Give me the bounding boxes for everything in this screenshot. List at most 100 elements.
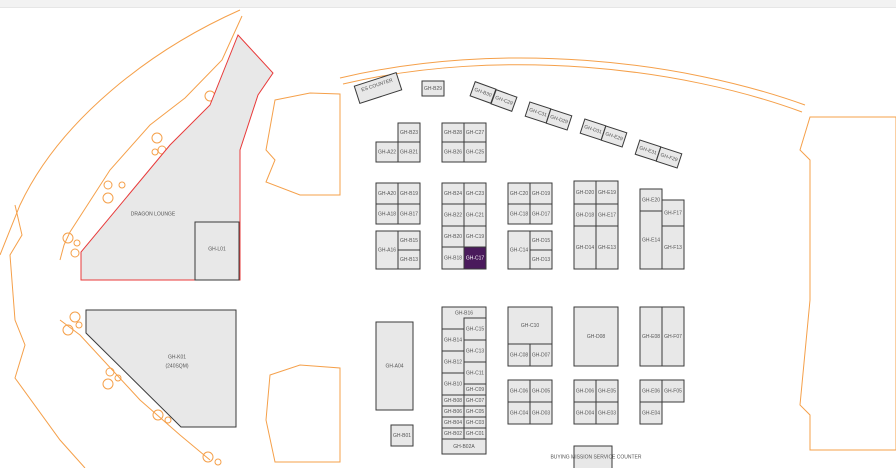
booth-gh-e04[interactable]: GH-E04 — [639, 401, 663, 425]
booth-gh-f13[interactable]: GH-F13 — [661, 225, 685, 270]
booth-shape — [600, 125, 628, 148]
booth-gh-b23[interactable]: GH-B23 — [397, 122, 421, 143]
booth-gh-f17[interactable]: GH-F17 — [661, 199, 685, 227]
booth-gh-d08[interactable]: GH-D08 — [573, 306, 619, 367]
booth-gh-e14[interactable]: GH-E14 — [639, 210, 663, 270]
booth-label: GH-C01 — [466, 431, 485, 437]
booth-gh-b14[interactable]: GH-B14 — [441, 328, 465, 352]
es-counter[interactable]: ES COUNTER — [353, 72, 403, 104]
booth-gh-b17[interactable]: GH-B17 — [397, 203, 421, 225]
booth-gh-c17[interactable]: GH-C17 — [463, 246, 487, 270]
booth-gh-f07[interactable]: GH-F07 — [661, 306, 685, 367]
booth-gh-b28[interactable]: GH-B28 — [441, 122, 465, 143]
booth-gh-b20[interactable]: GH-B20 — [441, 225, 465, 248]
booth-gh-a18[interactable]: GH-A18 — [375, 203, 399, 225]
booth-gh-b08[interactable]: GH-B08 — [441, 394, 465, 407]
booth-gh-d07[interactable]: GH-D07 — [529, 343, 553, 367]
booth-label: GH-B01 — [393, 433, 411, 439]
booth-gh-f29[interactable]: GH-F29 — [655, 146, 683, 169]
booth-gh-c04[interactable]: GH-C04 — [507, 401, 531, 425]
booth-gh-d03[interactable]: GH-D03 — [529, 401, 553, 425]
booth-gh-c06[interactable]: GH-C06 — [507, 379, 531, 403]
booth-gh-c29[interactable]: GH-C29 — [490, 89, 518, 112]
booth-gh-c09[interactable]: GH-C09 — [463, 383, 487, 396]
booth-gh-c20[interactable]: GH-C20 — [507, 182, 531, 205]
booth-gh-b18[interactable]: GH-B18 — [441, 246, 465, 270]
booth-gh-b19[interactable]: GH-B19 — [397, 182, 421, 205]
booth-gh-f05[interactable]: GH-F05 — [661, 379, 685, 403]
booth-label: GH-E19 — [598, 190, 616, 196]
booth-label: GH-B29 — [424, 86, 442, 92]
booth-gh-d18[interactable]: GH-D18 — [573, 203, 597, 227]
booth-gh-c10[interactable]: GH-C10 — [507, 306, 553, 345]
booth-gh-c13[interactable]: GH-C13 — [463, 339, 487, 363]
booth-gh-b15[interactable]: GH-B15 — [397, 230, 421, 251]
booth-label: GH-C10 — [521, 323, 540, 329]
booth-shape — [661, 306, 685, 367]
booth-label: GH-B30 — [473, 87, 492, 99]
booth-gh-c21[interactable]: GH-C21 — [463, 203, 487, 227]
booth-gh-c19[interactable]: GH-C19 — [463, 225, 487, 248]
booth-gh-b26[interactable]: GH-B26 — [441, 141, 465, 163]
booth-gh-d17[interactable]: GH-D17 — [529, 203, 553, 225]
booth-gh-d13[interactable]: GH-D13 — [529, 249, 553, 270]
booth-label: GH-C11 — [466, 370, 484, 376]
booth-gh-c23[interactable]: GH-C23 — [463, 182, 487, 205]
booth-label: GH-D03 — [532, 410, 551, 416]
dragon-lounge-area[interactable]: DRAGON LOUNGE — [80, 34, 274, 281]
booth-gh-b12[interactable]: GH-B12 — [441, 350, 465, 374]
booth-shape — [397, 249, 421, 270]
booth-gh-d15[interactable]: GH-D15 — [529, 230, 553, 251]
booth-gh-b24[interactable]: GH-B24 — [441, 182, 465, 205]
booth-gh-e13[interactable]: GH-E13 — [595, 225, 619, 270]
booth-gh-b01[interactable]: GH-B01 — [390, 424, 414, 447]
booth-gh-b02[interactable]: GH-B02 — [441, 427, 465, 440]
booth-gh-e29[interactable]: GH-E29 — [600, 125, 628, 148]
booth-gh-e05[interactable]: GH-E05 — [595, 379, 619, 403]
booth-gh-a16[interactable]: GH-A16 — [375, 230, 399, 270]
booth-gh-d14[interactable]: GH-D14 — [573, 225, 597, 270]
booth-gh-c01[interactable]: GH-C01 — [463, 427, 487, 440]
booth-label: GH-B02A — [453, 444, 475, 450]
booth-gh-d05[interactable]: GH-D05 — [529, 379, 553, 403]
booth-gh-c03[interactable]: GH-C03 — [463, 416, 487, 429]
booth-gh-e03[interactable]: GH-E03 — [595, 401, 619, 425]
booth-label: GH-B16 — [455, 310, 473, 316]
buying-mission-service-counter[interactable]: BUYING MISSION SERVICE COUNTER — [550, 445, 642, 468]
booth-gh-b22[interactable]: GH-B22 — [441, 203, 465, 227]
booth-gh-e19[interactable]: GH-E19 — [595, 180, 619, 205]
booth-gh-a04[interactable]: GH-A04 — [375, 321, 414, 411]
booth-gh-e08[interactable]: GH-E08 — [639, 306, 663, 367]
booth-gh-b04[interactable]: GH-B04 — [441, 416, 465, 429]
booth-gh-c27[interactable]: GH-C27 — [463, 122, 487, 143]
booth-gh-b29[interactable]: GH-B29 — [421, 80, 445, 97]
booth-gh-l01[interactable]: GH-L01 — [194, 221, 240, 281]
booth-gh-e20[interactable]: GH-E20 — [639, 188, 663, 212]
booth-gh-c08[interactable]: GH-C08 — [507, 343, 531, 367]
booth-gh-b21[interactable]: GH-B21 — [397, 141, 421, 163]
booth-gh-c15[interactable]: GH-C15 — [463, 317, 487, 341]
booth-gh-c18[interactable]: GH-C18 — [507, 203, 531, 225]
booth-gh-b13[interactable]: GH-B13 — [397, 249, 421, 270]
booth-gh-b06[interactable]: GH-B06 — [441, 405, 465, 418]
booth-gh-c14[interactable]: GH-C14 — [507, 230, 531, 270]
booth-gh-d04[interactable]: GH-D04 — [573, 401, 597, 425]
booth-label: GH-A16 — [378, 247, 396, 253]
booth-gh-c25[interactable]: GH-C25 — [463, 141, 487, 163]
booth-gh-b02a[interactable]: GH-B02A — [441, 438, 487, 455]
booth-gh-b10[interactable]: GH-B10 — [441, 372, 465, 396]
booth-gh-c11[interactable]: GH-C11 — [463, 361, 487, 385]
booth-gh-a22[interactable]: GH-A22 — [375, 141, 399, 163]
booth-gh-d20[interactable]: GH-D20 — [573, 180, 597, 205]
booth-gh-k01[interactable]: GH-K01 (240SQM) — [85, 309, 237, 428]
booth-gh-a20[interactable]: GH-A20 — [375, 182, 399, 205]
booth-gh-d06[interactable]: GH-D06 — [573, 379, 597, 403]
booth-gh-c05[interactable]: GH-C05 — [463, 405, 487, 418]
booth-gh-e06[interactable]: GH-E06 — [639, 379, 663, 403]
counter-label: BUYING MISSION SERVICE COUNTER — [550, 454, 641, 460]
booth-gh-d29[interactable]: GH-D29 — [545, 108, 573, 131]
booth-gh-c07[interactable]: GH-C07 — [463, 394, 487, 407]
booth-gh-d19[interactable]: GH-D19 — [529, 182, 553, 205]
booth-gh-e17[interactable]: GH-E17 — [595, 203, 619, 227]
